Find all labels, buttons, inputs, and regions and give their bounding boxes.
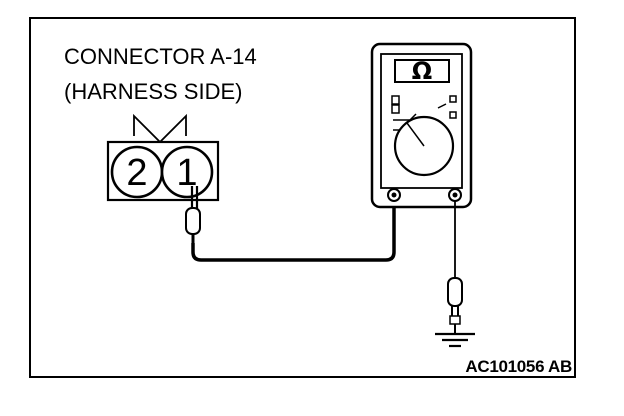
ground-icon bbox=[435, 324, 475, 348]
meter-display bbox=[394, 59, 450, 83]
connector-title: CONNECTOR A-14 bbox=[64, 44, 257, 69]
figure-code: AC101056 AB bbox=[465, 357, 572, 376]
pin-1-label: 1 bbox=[176, 152, 197, 194]
test-lead-positive bbox=[191, 196, 396, 262]
probe-icon bbox=[185, 186, 201, 244]
pin-1-terminal bbox=[160, 145, 214, 199]
pin-2-label: 2 bbox=[126, 152, 147, 194]
connector-a14: 2 1 bbox=[106, 113, 220, 202]
connector-subtitle: (HARNESS SIDE) bbox=[64, 79, 243, 104]
ohm-symbol: Ω bbox=[412, 57, 432, 85]
multimeter-icon: Ω bbox=[370, 42, 473, 209]
connector-latch bbox=[133, 113, 187, 144]
ground-clip bbox=[447, 277, 463, 325]
